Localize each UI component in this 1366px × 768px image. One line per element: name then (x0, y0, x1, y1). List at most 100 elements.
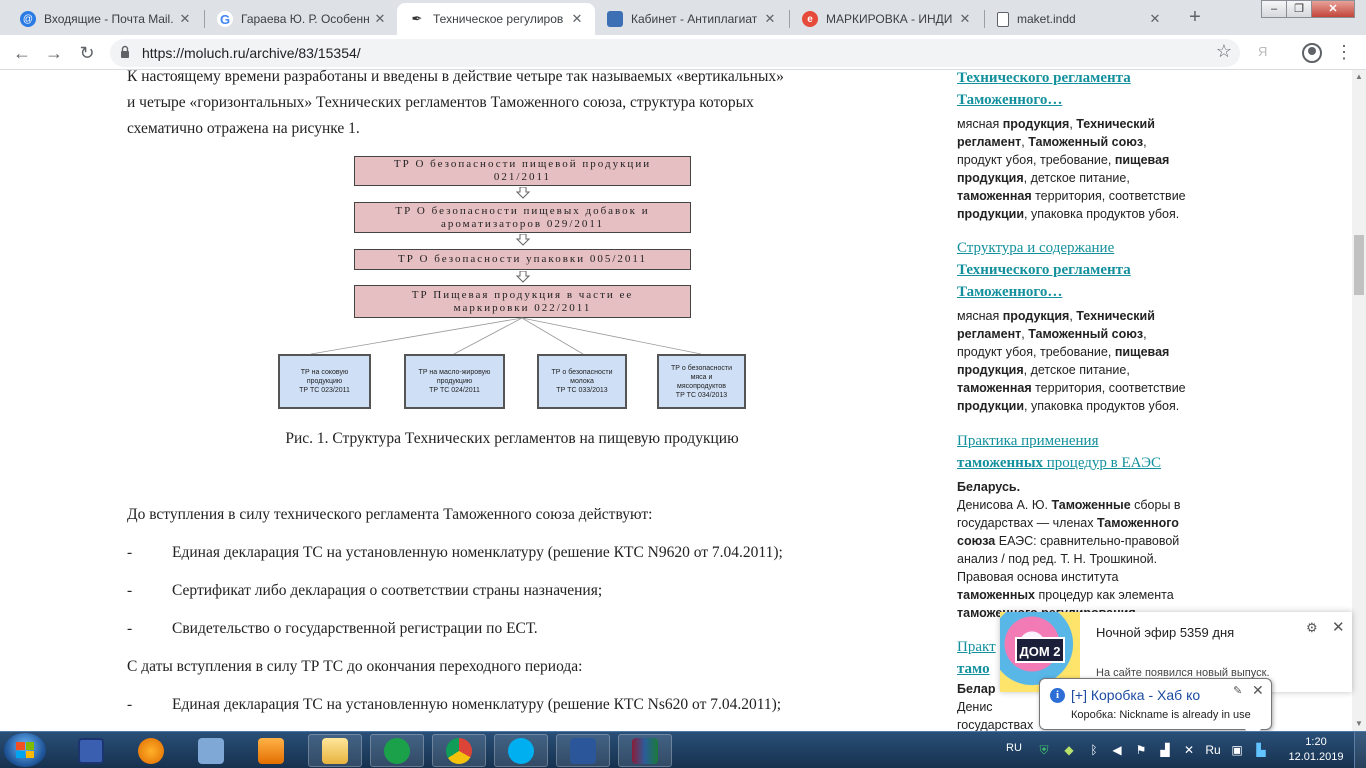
sync-icon[interactable]: ✕ (1183, 743, 1195, 757)
word-icon (570, 737, 596, 764)
bluetooth-icon[interactable]: ᛒ (1090, 743, 1098, 757)
profile-avatar-icon[interactable] (1302, 43, 1322, 63)
close-icon[interactable]: ✕ (571, 11, 583, 26)
gear-icon[interactable]: ⚙ (1306, 620, 1318, 635)
intro-line: К настоящему времени разработаны и введе… (127, 70, 784, 85)
box-line: ТР Пищевая продукция в части ее (411, 288, 634, 301)
down-arrow-icon (516, 234, 530, 246)
close-icon[interactable]: ✕ (1252, 682, 1264, 698)
taskbar: RU ⛨ ◆ ᛒ ◀ ⚑ ▟ ✕ Ru ▣ ▙ 1:20 12.01.2019 (0, 731, 1366, 768)
keyword: Таможенный союз (1028, 327, 1144, 341)
scroll-down-icon[interactable]: ▼ (1355, 719, 1363, 728)
taskbar-audio[interactable] (184, 734, 238, 767)
flag-icon[interactable]: ⚑ (1135, 743, 1147, 757)
tab-google[interactable]: G Гараева Ю. Р. Особенн ✕ (205, 3, 398, 35)
desc-line: таможенная территория, соответствие (957, 187, 1207, 205)
desc-text: Денисова А. Ю. (957, 498, 1052, 512)
quill-icon: ✒ (411, 11, 423, 26)
browser-toolbar: ← → ↻ https://moluch.ru/archive/83/15354… (0, 35, 1366, 70)
desc-line: государствах — членах Таможенного (957, 514, 1207, 532)
taskbar-save-app[interactable] (64, 734, 118, 767)
sub-line: ТР ТС 024/2011 (429, 387, 480, 394)
bookmark-star-icon[interactable]: ☆ (1215, 41, 1232, 61)
link-bold: таможенных (957, 455, 1044, 471)
close-window-button[interactable]: ✕ (1311, 0, 1355, 18)
info-icon: i (1050, 688, 1065, 703)
network-icon[interactable]: ▟ (1160, 743, 1170, 757)
scroll-thumb[interactable] (1354, 235, 1364, 295)
clock[interactable]: 1:20 12.01.2019 (1288, 735, 1344, 765)
close-icon[interactable]: ✕ (1149, 11, 1161, 26)
reload-button[interactable]: ↻ (79, 43, 95, 63)
show-desktop-button[interactable] (1354, 732, 1366, 768)
close-icon[interactable]: ✕ (1332, 619, 1345, 636)
forward-button[interactable]: → (45, 43, 63, 63)
related-link[interactable]: Структура и содержание Технического регл… (957, 237, 1207, 303)
desc-line: Денисова А. Ю. Таможенные сборы в (957, 496, 1207, 514)
address-bar[interactable]: https://moluch.ru/archive/83/15354/ ☆ (110, 39, 1240, 67)
menu-icon[interactable]: ⋮ (1335, 42, 1353, 62)
diagram-connectors (310, 317, 702, 355)
tab-title: maket.indd (1017, 12, 1076, 26)
taskbar-chrome[interactable] (432, 734, 486, 767)
close-icon[interactable]: ✕ (374, 11, 386, 26)
app-tray-icon[interactable]: ▙ (1256, 743, 1266, 757)
keyword: таможенная (957, 381, 1032, 395)
keyword: Таможенные (1051, 498, 1131, 512)
related-link[interactable]: Практ тамо (957, 636, 1207, 680)
taskbar-winrar[interactable] (618, 734, 672, 767)
start-button[interactable] (4, 733, 46, 767)
new-tab-button[interactable]: + (1189, 6, 1201, 28)
network-app-icon[interactable]: ◆ (1064, 743, 1074, 757)
desc-line: таможенная территория, соответствие (957, 379, 1207, 397)
tab-marking[interactable]: e МАРКИРОВКА - ИНДИ ✕ (790, 3, 983, 35)
vertical-scrollbar[interactable]: ▲ ▼ (1352, 70, 1366, 731)
shield-icon[interactable]: ⛨ (1039, 743, 1049, 757)
tab-mail[interactable]: @ Входящие - Почта Mail. ✕ (8, 3, 203, 35)
taskbar-fl-studio[interactable] (124, 734, 178, 767)
related-link[interactable]: Практика применения таможенных процедур … (957, 430, 1207, 474)
taskbar-media-player[interactable] (244, 734, 298, 767)
desc-line: продукции, упаковка продуктов убоя. (957, 397, 1207, 415)
related-item: Технического регламента Таможенного… мяс… (957, 70, 1207, 223)
language-indicator[interactable]: RU (1006, 742, 1022, 754)
close-icon[interactable]: ✕ (764, 11, 776, 26)
desc-text: , детское питание, (1023, 171, 1130, 185)
desc-text: , упаковка продуктов убоя. (1024, 399, 1180, 413)
box-line: ароматизаторов 029/2011 (440, 217, 605, 230)
box-line: 021/2011 (493, 171, 552, 183)
minimize-button[interactable]: – (1261, 0, 1287, 18)
down-arrow-icon (516, 271, 530, 283)
yandex-extension-icon[interactable]: Я (1258, 44, 1268, 59)
tab-active[interactable]: ✒ Техническое регулиров ✕ (397, 3, 595, 35)
taskbar-skype[interactable] (494, 734, 548, 767)
close-icon[interactable]: ✕ (179, 11, 191, 26)
desc-text: государствах (957, 718, 1034, 731)
taskbar-word[interactable] (556, 734, 610, 767)
restore-button[interactable]: ❐ (1286, 0, 1312, 18)
back-button[interactable]: ← (13, 43, 31, 63)
pin-icon[interactable]: ✎ (1233, 685, 1243, 697)
google-icon: G (217, 11, 233, 27)
window-controls: – ❐ ✕ (1261, 0, 1355, 20)
keyword: Таможенного (1096, 516, 1179, 530)
scroll-up-icon[interactable]: ▲ (1355, 72, 1363, 81)
volume-icon[interactable]: ◀ (1112, 743, 1122, 757)
mail-icon: @ (20, 11, 36, 27)
tab-antiplagiat[interactable]: Кабинет - Антиплагиат ✕ (595, 3, 788, 35)
ru-indicator[interactable]: Ru (1205, 743, 1221, 757)
close-icon[interactable]: ✕ (959, 11, 971, 26)
taskbar-explorer[interactable] (308, 734, 362, 767)
speaker-icon (198, 737, 224, 764)
desc-text: территория, соответствие (1031, 189, 1186, 203)
taskbar-mail-agent[interactable] (370, 734, 424, 767)
desc-line: продукции, упаковка продуктов убоя. (957, 205, 1207, 223)
related-link[interactable]: Технического регламента Таможенного… (957, 70, 1207, 111)
tray-balloon[interactable]: i [+] Коробка - Хаб ко Коробка: Nickname… (1039, 678, 1272, 739)
device-icon[interactable]: ▣ (1231, 743, 1243, 757)
tab-maket[interactable]: maket.indd ✕ (985, 3, 1173, 35)
